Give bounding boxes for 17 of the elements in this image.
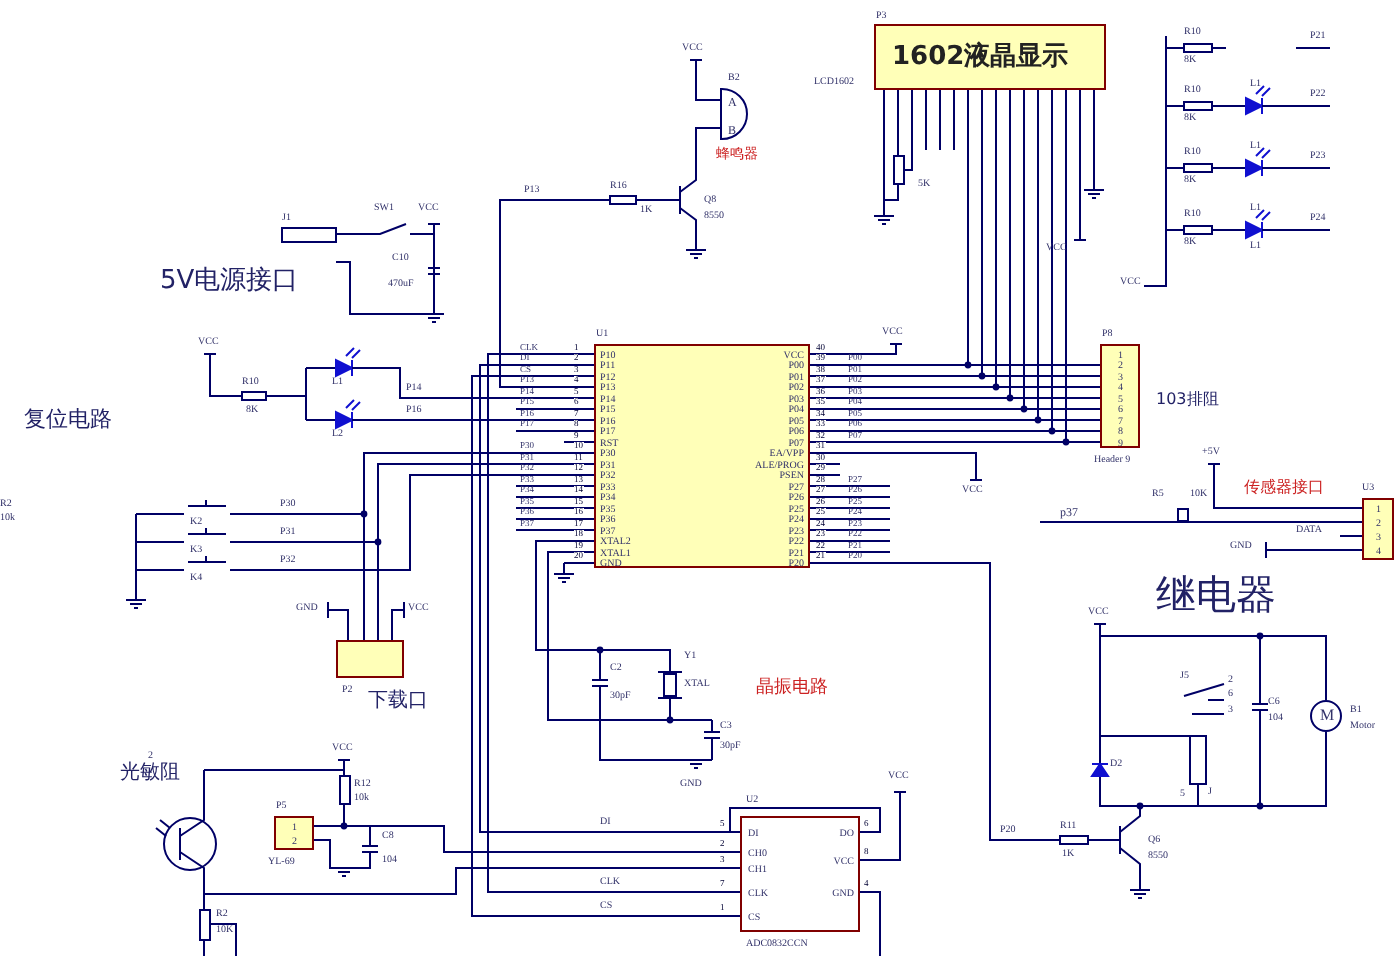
wire bbox=[1065, 89, 1101, 443]
section-title: 103排阻 bbox=[1156, 392, 1219, 408]
wire bbox=[1037, 89, 1101, 421]
section-title: 继电器 bbox=[1156, 574, 1276, 614]
section-title: 复位电路 bbox=[24, 408, 112, 430]
wire bbox=[479, 364, 741, 833]
section-title: 下载口 bbox=[368, 692, 428, 712]
wire bbox=[1051, 89, 1101, 432]
section-title: 传感器接口 bbox=[1244, 480, 1324, 496]
wire bbox=[313, 825, 741, 853]
display-title: 1602液晶显示 bbox=[892, 44, 1069, 70]
section-title: 晶振电路 bbox=[756, 680, 828, 698]
wire bbox=[1023, 89, 1101, 410]
section-title: 5V电源接口 bbox=[160, 268, 299, 294]
wire bbox=[1009, 89, 1101, 399]
section-title: 光敏阻 bbox=[120, 764, 180, 784]
pin-name: M bbox=[1320, 708, 1335, 724]
